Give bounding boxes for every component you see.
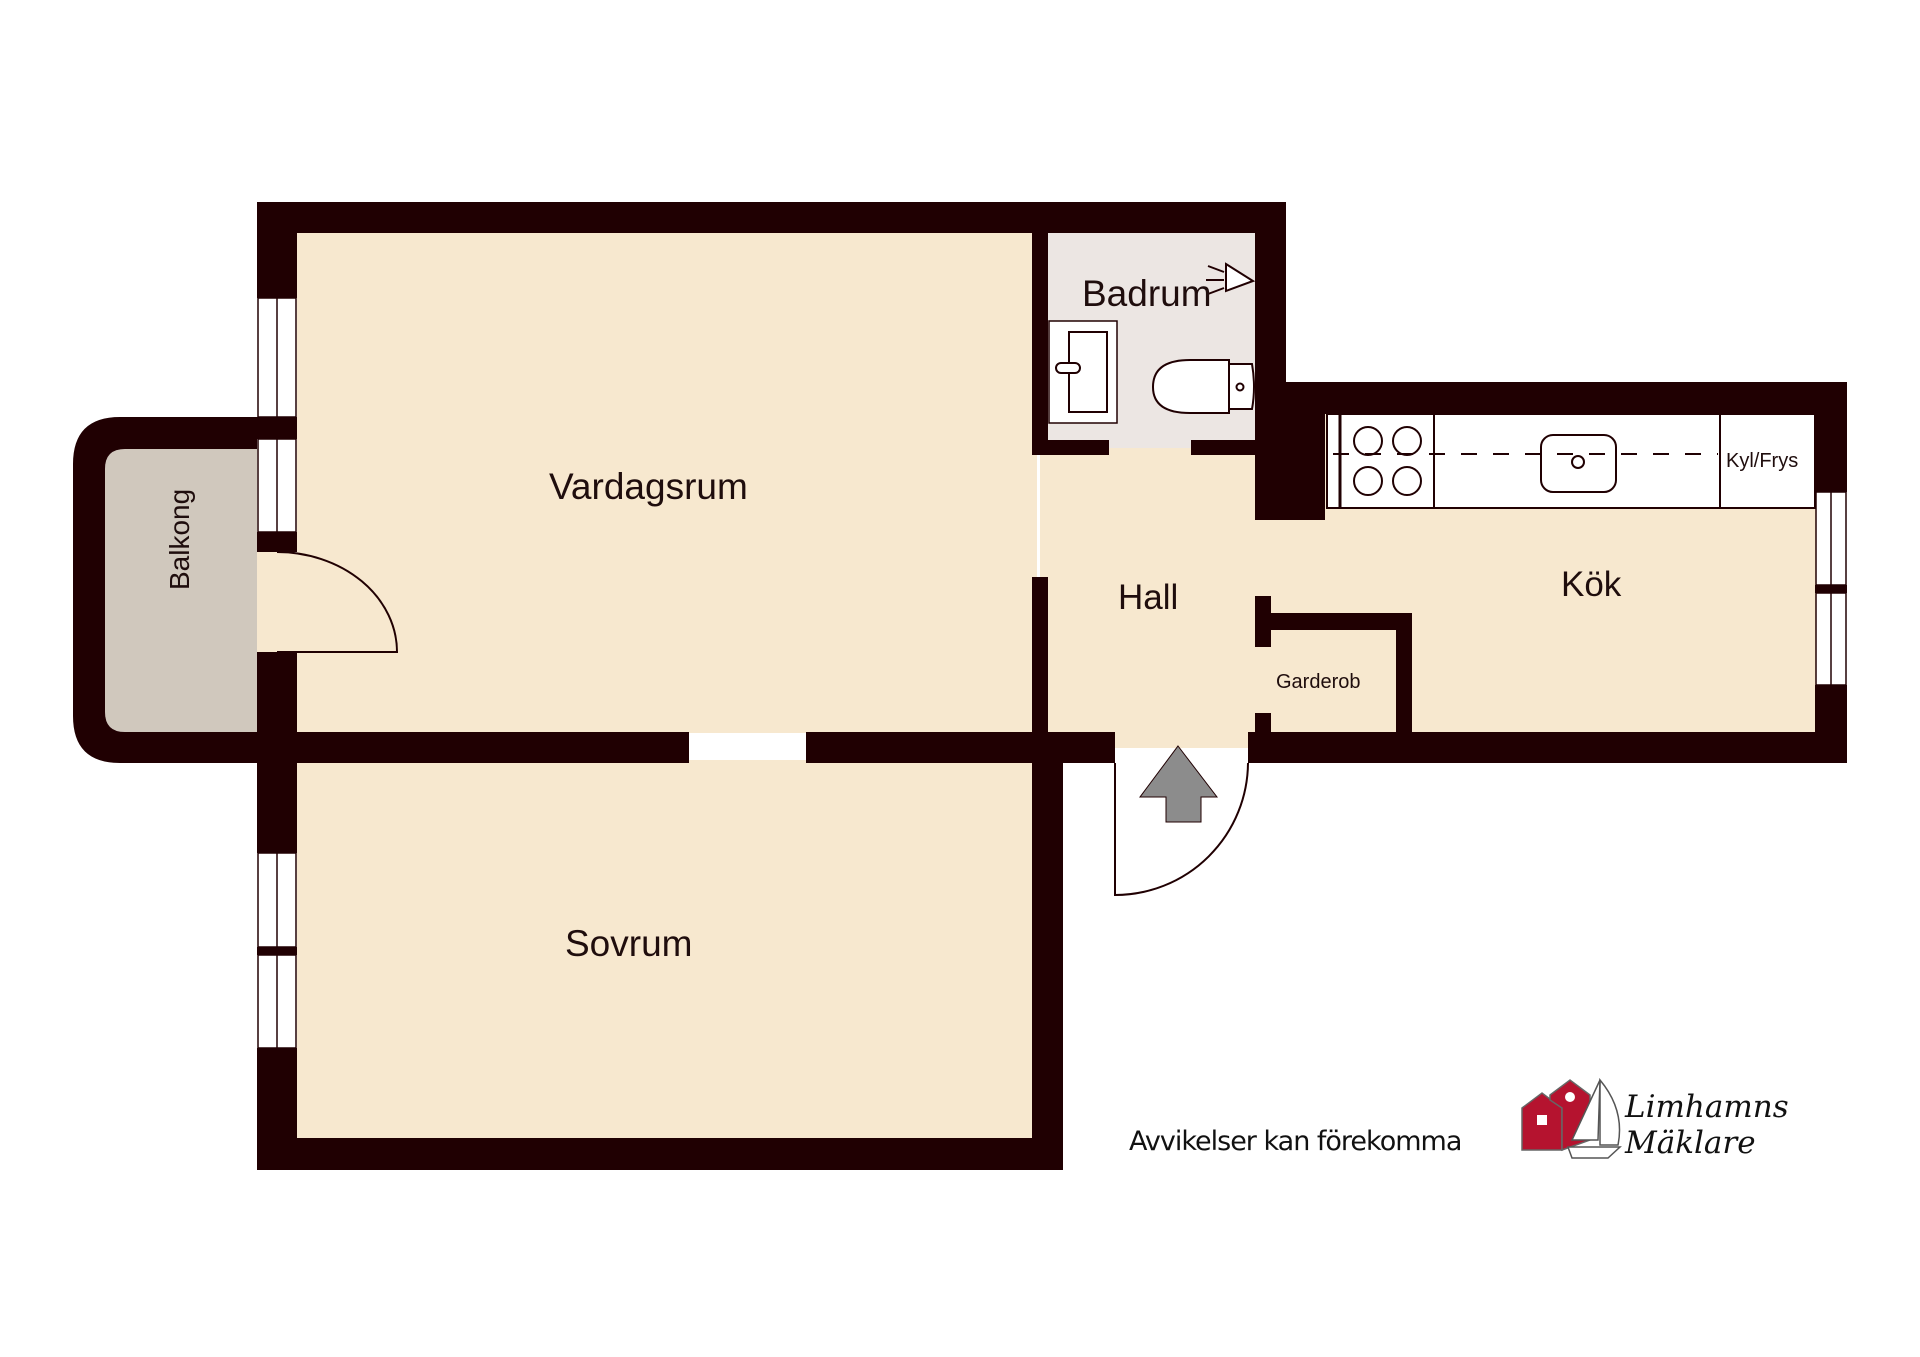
wall-sovrum-bottom (257, 1138, 1063, 1170)
window-kok-upper (1815, 491, 1847, 586)
wall-kitchen-right-upper (1815, 382, 1847, 492)
walls (73, 202, 1847, 1170)
label-kyl-frys: Kyl/Frys (1726, 450, 1799, 472)
wall-balcony (73, 417, 257, 763)
wall-left-upper (257, 202, 297, 298)
window-kok-lower (1815, 592, 1847, 686)
kitchen-counter (1326, 413, 1816, 509)
sovrum-floor (297, 760, 1037, 1140)
wall-left-mid (257, 417, 297, 439)
wall-middle-left (257, 732, 689, 763)
logo-text-line2: Mäklare (1625, 1125, 1756, 1161)
wall-garderob-right (1396, 613, 1412, 735)
wall-sovrum-right (1032, 732, 1063, 1170)
vardagsrum-floor (297, 233, 1037, 733)
room-label-hall: Hall (1118, 578, 1179, 617)
entry-threshold (1115, 732, 1248, 748)
wall-bottom-right (1248, 732, 1847, 763)
wall-top (257, 202, 1286, 233)
balkong-floor (105, 449, 257, 732)
wall-bath-left (1032, 233, 1048, 455)
hall-floor (1040, 448, 1260, 748)
logo-icon (1521, 1077, 1622, 1159)
wall-sovrum-left-mid (257, 947, 297, 955)
room-label-balkong: Balkong (164, 488, 195, 590)
window-vardagsrum-lower (257, 438, 297, 533)
wall-kitchen-top (1286, 382, 1847, 414)
wall-garderob-stub-top (1255, 596, 1271, 647)
balcony-door-threshold (257, 552, 277, 652)
toilet-icon (1151, 359, 1255, 414)
room-label-vardagsrum: Vardagsrum (549, 466, 748, 507)
room-label-garderob: Garderob (1276, 671, 1361, 693)
sink-icon (1048, 320, 1118, 424)
wall-bath-bottom-left (1032, 440, 1109, 455)
wall-bath-bottom-right (1191, 440, 1261, 455)
shower-icon (1206, 262, 1256, 295)
balcony-door-swing (276, 551, 399, 653)
wall-middle-right (806, 732, 1115, 763)
wall-hall-left (1032, 577, 1048, 737)
wall-sovrum-left-upper (257, 763, 297, 853)
floors (105, 233, 1820, 1140)
room-label-badrum: Badrum (1082, 273, 1212, 314)
wall-garderob-stub-bottom (1255, 713, 1271, 735)
bathroom-fixtures (1048, 262, 1256, 424)
wall-bath-right (1255, 202, 1286, 402)
disclaimer-text: Avvikelser kan förekomma (1129, 1126, 1462, 1157)
windows (257, 297, 1847, 1049)
room-label-sovrum: Sovrum (565, 923, 693, 964)
room-label-kok: Kök (1561, 565, 1622, 604)
window-sovrum-upper (257, 852, 297, 948)
entry-arrow-icon (1139, 745, 1219, 823)
window-sovrum-lower (257, 954, 297, 1049)
wall-garderob-top (1270, 613, 1412, 630)
wall-kitchen-right-mid (1815, 585, 1847, 593)
kitchen-sink-icon (1540, 434, 1617, 493)
logo-text-line1: Limhamns (1625, 1089, 1789, 1125)
stove-icon (1353, 426, 1422, 496)
window-vardagsrum-upper (257, 297, 297, 418)
wall-left-door-head (257, 532, 297, 552)
